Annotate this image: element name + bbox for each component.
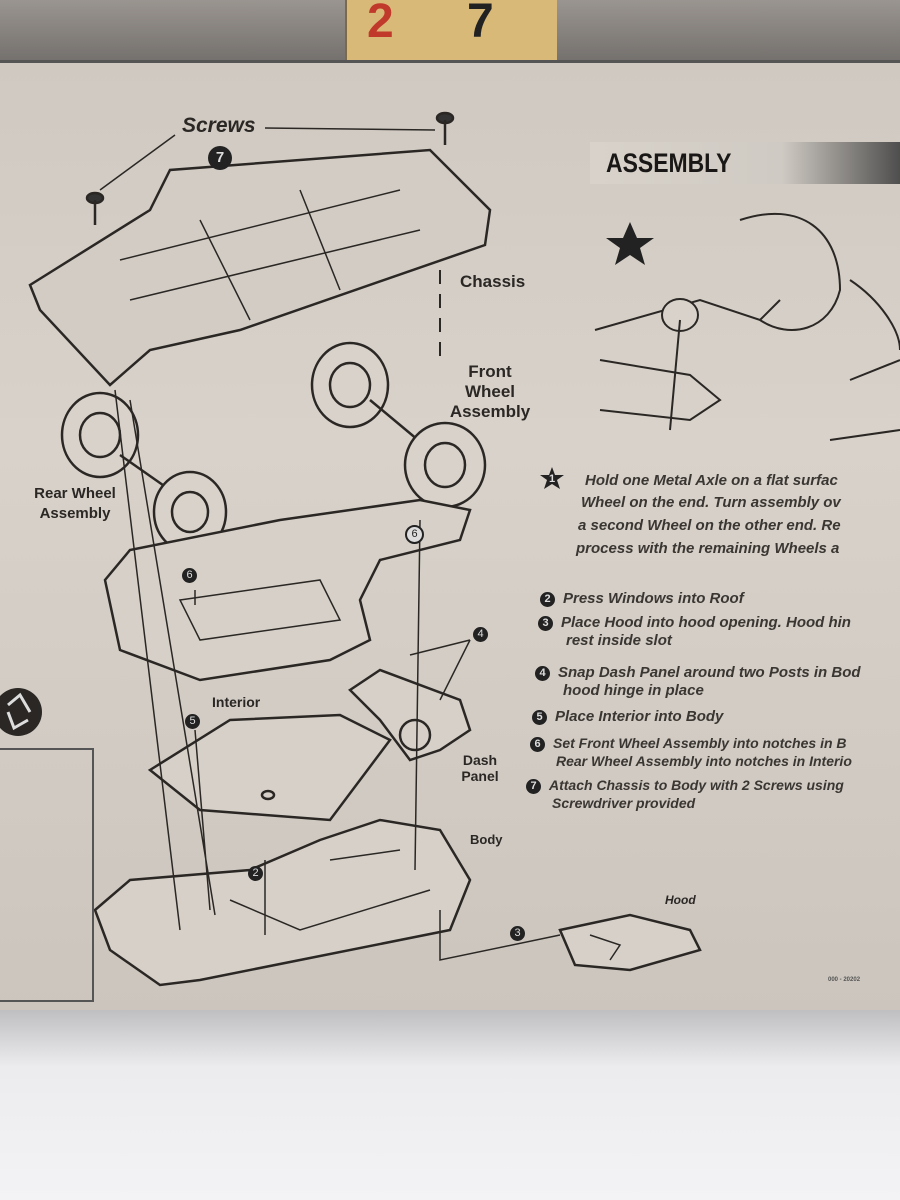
- step-text: process with the remaining Wheels a: [576, 540, 840, 557]
- section-title: ASSEMBLY: [606, 148, 732, 178]
- step-number: 1: [548, 473, 556, 485]
- step-7: 7 Attach Chassis to Body with 2 Screws us…: [526, 776, 844, 812]
- label-dash-panel: Dash Panel: [461, 752, 499, 784]
- step-text: Snap Dash Panel around two Posts in Bod: [558, 664, 861, 681]
- step-text: Screwdriver provided: [552, 795, 696, 811]
- label-hood: Hood: [665, 893, 696, 907]
- front-wheel-drawing: [310, 341, 487, 509]
- body-drawing: [93, 818, 472, 987]
- step-text: rest inside slot: [566, 632, 672, 649]
- callout-badge: 6: [182, 568, 197, 583]
- step-text: Wheel on the end. Turn assembly ov: [581, 494, 841, 511]
- step-text: Hold one Metal Axle on a flat surfac: [585, 472, 838, 489]
- roof-drawing: [147, 713, 392, 822]
- hand-illustration: [594, 212, 900, 441]
- step-text: Set Front Wheel Assembly into notches in…: [553, 735, 847, 751]
- interior-drawing: [103, 498, 472, 682]
- step-text: Place Hood into hood opening. Hood hin: [561, 614, 851, 631]
- step-text: Rear Wheel Assembly into notches in Inte…: [556, 753, 852, 769]
- star-icon: [606, 222, 654, 265]
- ruler-digit: 2: [367, 0, 394, 48]
- step-text: Place Interior into Body: [555, 708, 724, 725]
- step-number: 5: [532, 710, 547, 725]
- screw-icon: [435, 111, 455, 145]
- rear-wheel-drawing: [60, 391, 228, 554]
- screw-icon: [85, 191, 105, 225]
- callout-badge: 5: [185, 714, 200, 729]
- star-icon: 1: [540, 467, 564, 491]
- part-number: 000 - 20202: [828, 977, 861, 983]
- step-6: 6 Set Front Wheel Assembly into notches i…: [530, 734, 852, 770]
- step-2: 2 Press Windows into Roof: [540, 590, 744, 608]
- chassis-drawing: [28, 148, 492, 387]
- ruler: 2 7: [345, 0, 557, 62]
- step-1: 1 Hold one Metal Axle on a flat surfac W…: [540, 467, 900, 560]
- step-number: 3: [538, 616, 553, 631]
- label-rear-wheel-assembly: Rear Wheel Assembly: [34, 485, 116, 522]
- callout-badge: 6: [405, 525, 424, 544]
- step-4: 4 Snap Dash Panel around two Posts in Bod…: [535, 664, 861, 700]
- label-body: Body: [470, 832, 503, 847]
- recycle-icon: [0, 688, 42, 736]
- step-number: 7: [526, 779, 541, 794]
- callout-badge: 4: [473, 627, 488, 642]
- step-text: Attach Chassis to Body with 2 Screws usi…: [549, 777, 844, 793]
- step-text: hood hinge in place: [563, 682, 704, 699]
- ruler-digit: 7: [467, 0, 494, 48]
- label-front-wheel-assembly: Front Wheel Assembly: [449, 362, 531, 421]
- callout-badge: 7: [208, 146, 232, 170]
- callout-badge: 2: [248, 866, 263, 881]
- label-screws: Screws: [182, 114, 256, 137]
- hood-drawing: [558, 913, 702, 972]
- step-text: a second Wheel on the other end. Re: [578, 517, 841, 534]
- step-text: Press Windows into Roof: [563, 590, 744, 607]
- dash-panel-drawing: [348, 668, 472, 762]
- callout-badge: 3: [510, 926, 525, 941]
- step-number: 6: [530, 737, 545, 752]
- step-number: 2: [540, 592, 555, 607]
- legal-text-box: [0, 748, 94, 1002]
- table-surface: [0, 1010, 900, 1200]
- label-chassis: Chassis: [460, 272, 526, 291]
- label-interior: Interior: [212, 694, 261, 710]
- step-number: 4: [535, 666, 550, 681]
- section-header: ASSEMBLY: [590, 142, 900, 184]
- step-5: 5 Place Interior into Body: [532, 708, 723, 726]
